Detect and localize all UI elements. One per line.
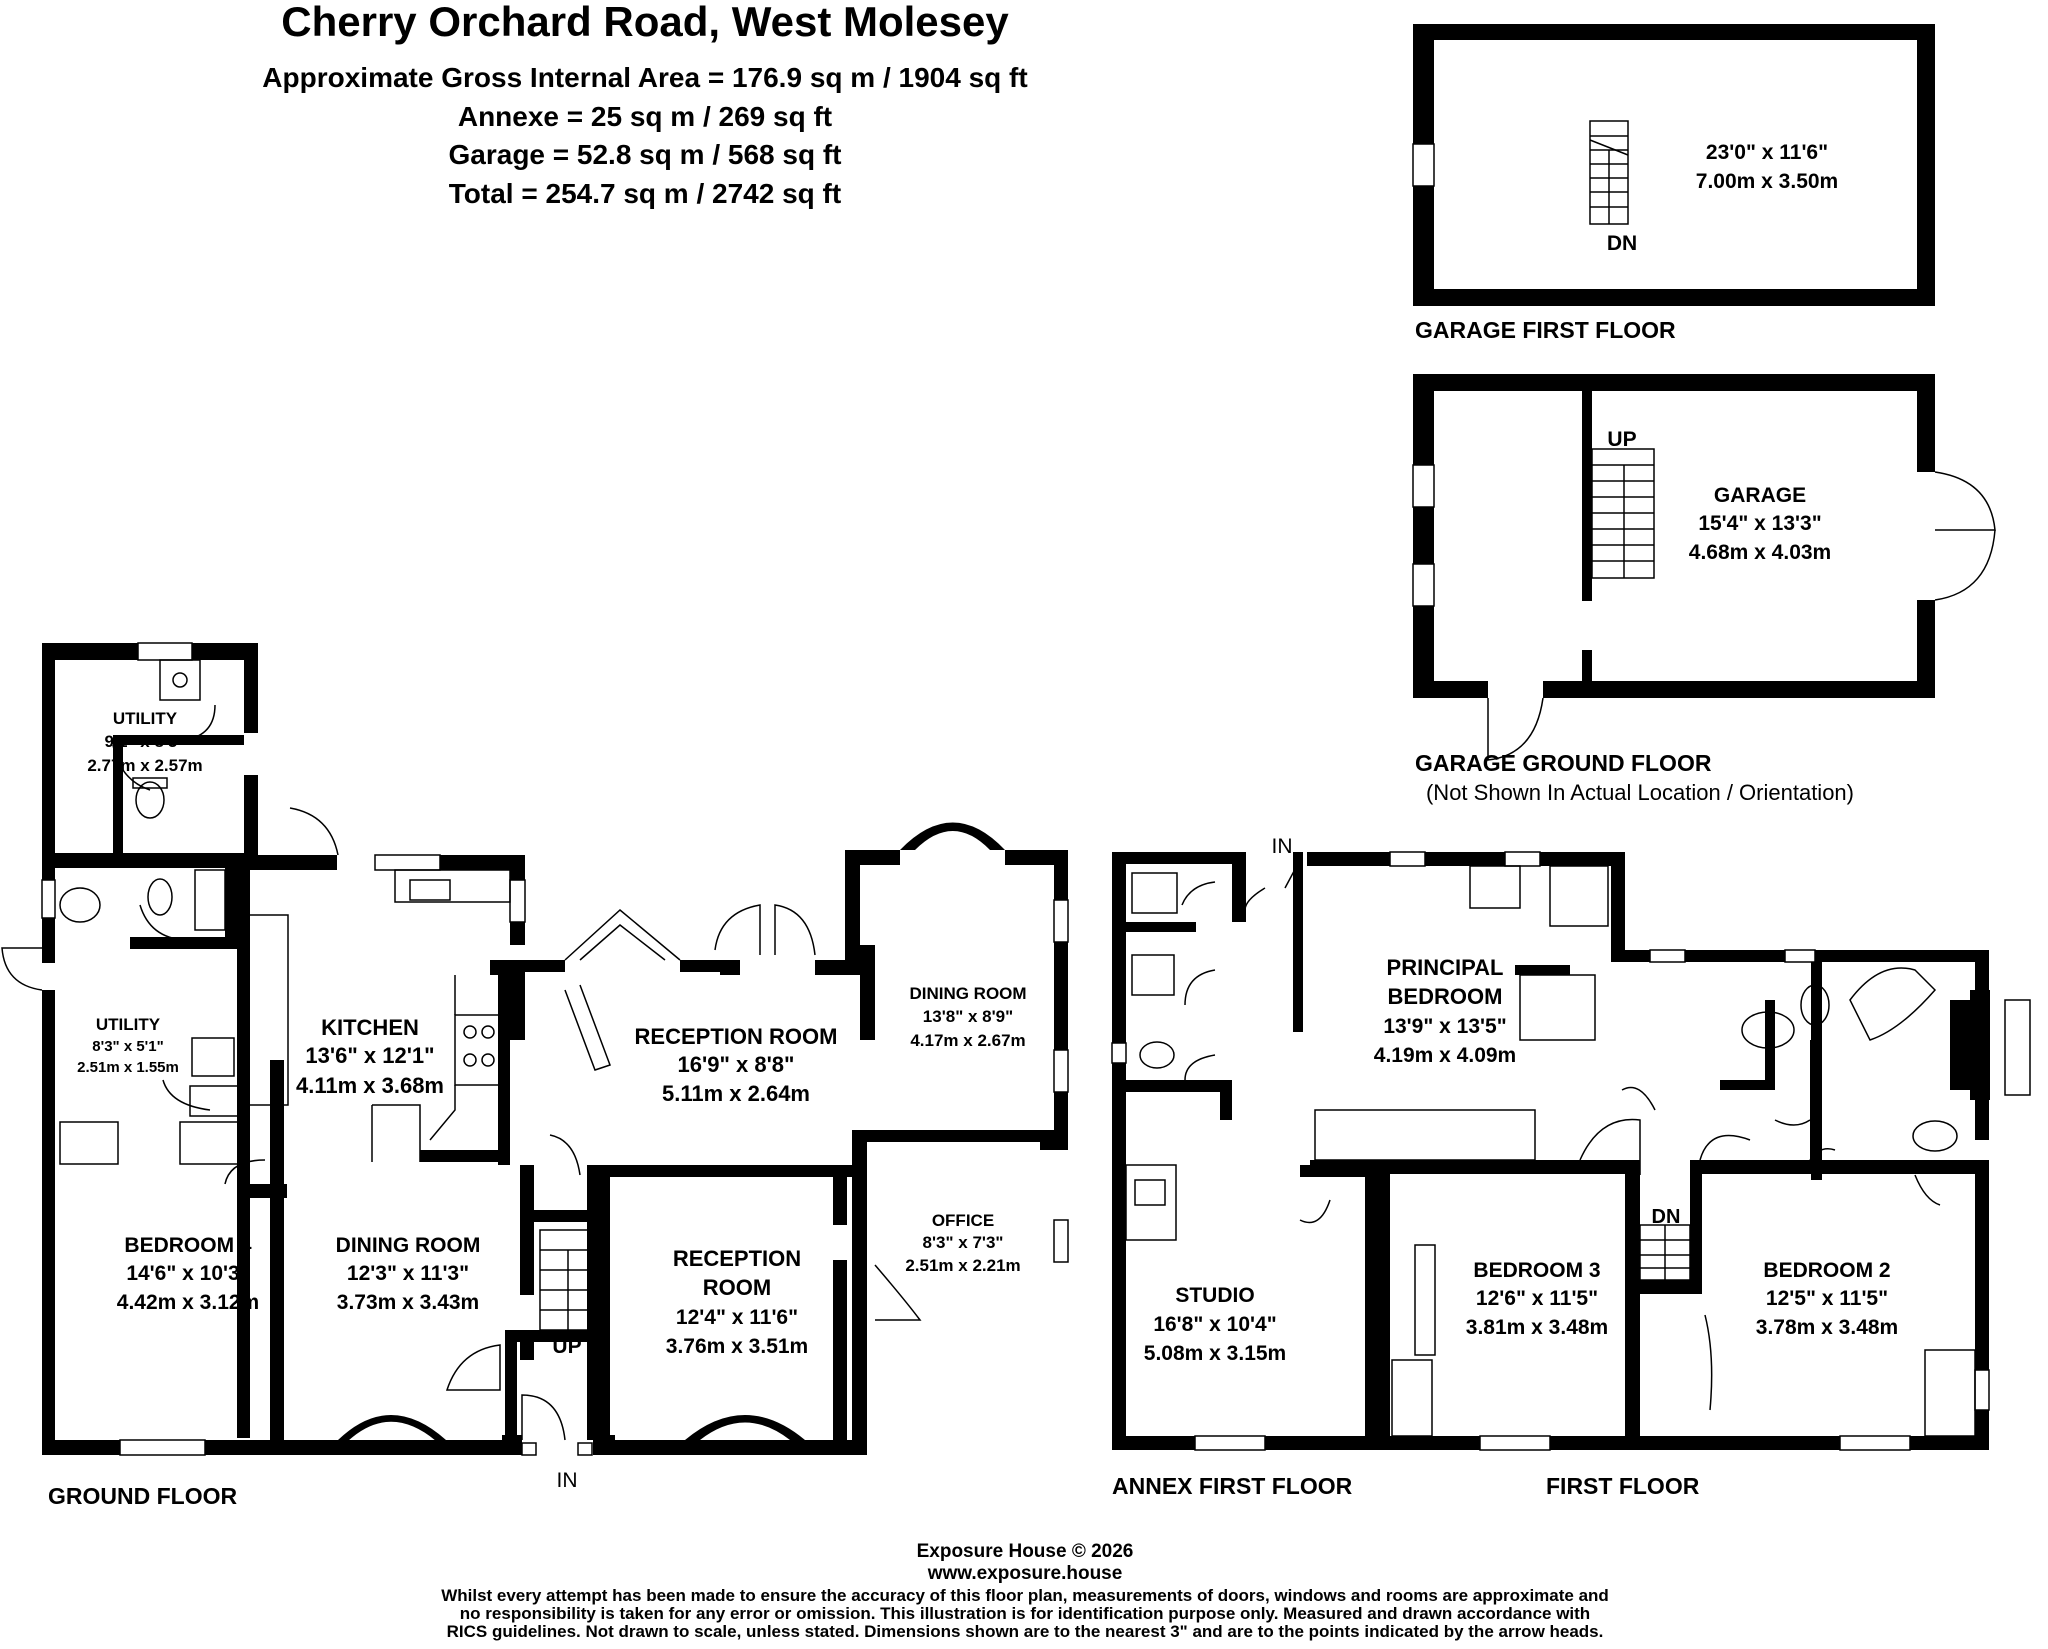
dn-label-first: DN — [1652, 1206, 1681, 1228]
in-label-ground: IN — [557, 1469, 578, 1492]
ground-stairs — [539, 1229, 597, 1331]
studio-metric: 5.08m x 3.15m — [1144, 1342, 1286, 1365]
dn-label: DN — [1607, 232, 1637, 255]
area-total: Total = 254.7 sq m / 2742 sq ft — [449, 178, 841, 209]
first-floor-label: FIRST FLOOR — [1546, 1473, 1700, 1499]
utility1-metric: 2.77m x 2.57m — [87, 756, 202, 775]
area-annexe: Annexe = 25 sq m / 269 sq ft — [458, 101, 832, 132]
dining-ground-name: DINING ROOM — [336, 1234, 481, 1257]
office-name: OFFICE — [932, 1211, 994, 1230]
reception2-name1: RECEPTION — [673, 1246, 801, 1271]
area-gross: Approximate Gross Internal Area = 176.9 … — [262, 62, 1027, 93]
ground-floor-labels: UTILITY 9'1" x 8'5" 2.77m x 2.57m UTILIT… — [48, 709, 1027, 1509]
dining-room-name: DINING ROOM — [909, 984, 1026, 1003]
bedroom3-metric: 3.81m x 3.48m — [1466, 1316, 1608, 1339]
utility2-name: UTILITY — [96, 1015, 161, 1034]
ground-floor-plan — [1, 642, 1069, 1456]
garage-dims-metric: 4.68m x 4.03m — [1689, 541, 1831, 564]
reception1-name: RECEPTION ROOM — [635, 1024, 838, 1049]
principal-name2: BEDROOM — [1388, 984, 1503, 1009]
reception2-name2: ROOM — [703, 1275, 771, 1300]
principal-imperial: 13'9" x 13'5" — [1383, 1015, 1506, 1038]
office-metric: 2.51m x 2.21m — [905, 1256, 1020, 1275]
bedroom2-metric: 3.78m x 3.48m — [1756, 1316, 1898, 1339]
bedroom4-metric: 4.42m x 3.12m — [117, 1291, 259, 1314]
first-floor-plan: PRINCIPAL BEDROOM 13'9" x 13'5" 4.19m x … — [1293, 851, 2031, 1499]
reception1-imperial: 16'9" x 8'8" — [678, 1052, 795, 1077]
reception2-imperial: 12'4" x 11'6" — [676, 1306, 798, 1329]
annex-first-floor-label: ANNEX FIRST FLOOR — [1112, 1473, 1353, 1499]
garage-first-floor-label: GARAGE FIRST FLOOR — [1415, 317, 1676, 343]
disclaimer-line-1: Whilst every attempt has been made to en… — [441, 1586, 1609, 1605]
bedroom2-imperial: 12'5" x 11'5" — [1766, 1287, 1888, 1310]
annex-first-floor-plan: STUDIO 16'8" x 10'4" 5.08m x 3.15m IN AN… — [1111, 835, 1377, 1499]
garage-first-dims-imperial: 23'0" x 11'6" — [1706, 141, 1828, 164]
principal-name1: PRINCIPAL — [1387, 955, 1504, 980]
bedroom4-imperial: 14'6" x 10'3" — [126, 1262, 249, 1285]
studio-name: STUDIO — [1175, 1284, 1254, 1307]
studio-imperial: 16'8" x 10'4" — [1153, 1313, 1276, 1336]
disclaimer-line-3: RICS guidelines. Not drawn to scale, unl… — [447, 1622, 1604, 1641]
garage-first-dims-metric: 7.00m x 3.50m — [1696, 170, 1838, 193]
copyright: Exposure House © 2026 — [917, 1541, 1134, 1562]
stairs — [1589, 120, 1629, 225]
bedroom3-name: BEDROOM 3 — [1473, 1259, 1600, 1282]
utility1-name: UTILITY — [113, 709, 178, 728]
header: Cherry Orchard Road, West Molesey Approx… — [262, 0, 1027, 209]
first-floor-stairs — [1639, 1224, 1691, 1281]
dining-ground-metric: 3.73m x 3.43m — [337, 1291, 479, 1314]
garage-location-note: (Not Shown In Actual Location / Orientat… — [1426, 780, 1854, 805]
up-label-ground: UP — [552, 1335, 581, 1358]
dining-room-metric: 4.17m x 2.67m — [910, 1031, 1025, 1050]
dining-ground-imperial: 12'3" x 11'3" — [347, 1262, 469, 1285]
kitchen-name: KITCHEN — [321, 1015, 419, 1040]
footer: Exposure House © 2026 www.exposure.house… — [441, 1541, 1609, 1641]
bedroom4-name: BEDROOM 4 — [124, 1234, 252, 1257]
garage-dims-imperial: 15'4" x 13'3" — [1698, 512, 1821, 535]
utility2-imperial: 8'3" x 5'1" — [92, 1038, 163, 1055]
ground-floor-label: GROUND FLOOR — [48, 1483, 237, 1509]
garage-name: GARAGE — [1714, 484, 1806, 507]
in-label-annex: IN — [1272, 835, 1293, 858]
utility2-metric: 2.51m x 1.55m — [77, 1059, 179, 1076]
up-label: UP — [1607, 428, 1636, 451]
garage-first-floor-plan: DN 23'0" x 11'6" 7.00m x 3.50m GARAGE FI… — [1412, 24, 1935, 343]
page-title: Cherry Orchard Road, West Molesey — [281, 0, 1009, 45]
bedroom3-imperial: 12'6" x 11'5" — [1476, 1287, 1598, 1310]
reception2-metric: 3.76m x 3.51m — [666, 1335, 808, 1358]
office-imperial: 8'3" x 7'3" — [923, 1233, 1004, 1252]
bedroom2-name: BEDROOM 2 — [1763, 1259, 1890, 1282]
reception1-metric: 5.11m x 2.64m — [662, 1081, 810, 1106]
dining-room-imperial: 13'8" x 8'9" — [923, 1007, 1013, 1026]
garage-ground-floor-plan: UP GARAGE 15'4" x 13'3" 4.68m x 4.03m GA… — [1412, 374, 1996, 805]
garage-stairs — [1591, 448, 1655, 579]
disclaimer-line-2: no responsibility is taken for any error… — [460, 1604, 1590, 1623]
principal-metric: 4.19m x 4.09m — [1374, 1044, 1516, 1067]
kitchen-imperial: 13'6" x 12'1" — [305, 1043, 434, 1068]
area-garage: Garage = 52.8 sq m / 568 sq ft — [449, 139, 842, 170]
website-url: www.exposure.house — [927, 1563, 1123, 1584]
utility1-imperial: 9'1" x 8'5" — [105, 732, 186, 751]
garage-ground-floor-label: GARAGE GROUND FLOOR — [1415, 750, 1712, 776]
kitchen-metric: 4.11m x 3.68m — [296, 1073, 444, 1098]
